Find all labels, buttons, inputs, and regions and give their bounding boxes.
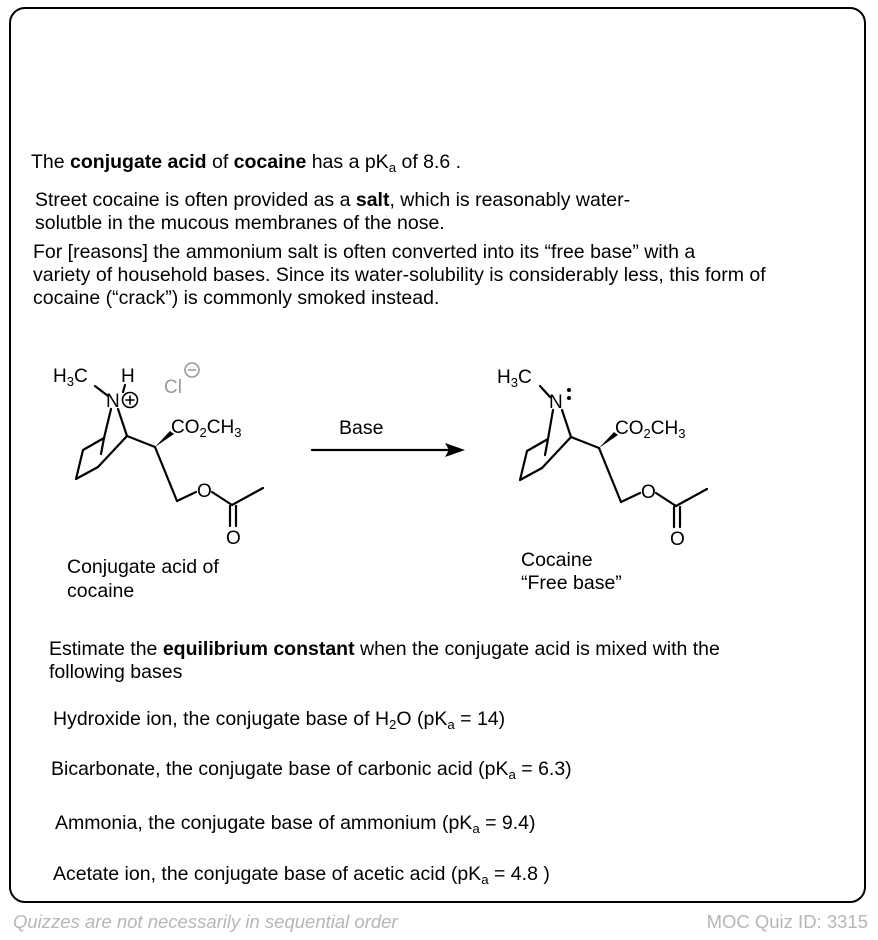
- left-bond-ch3-n: [93, 384, 110, 398]
- reagent-label: Base: [339, 417, 384, 439]
- left-bond-n-h: [121, 383, 127, 394]
- intro-text: The conjugate acid of cocaine has a pKa …: [31, 151, 462, 176]
- base-item-acetate: Acetate ion, the conjugate base of aceti…: [53, 863, 550, 888]
- para2-line3: cocaine (“crack”) is commonly smoked ins…: [33, 287, 440, 309]
- left-ester-o-label: O: [197, 481, 212, 502]
- left-ch3-label: H3C: [53, 366, 88, 389]
- quiz-card: [9, 7, 866, 903]
- right-bond-ch3-n: [538, 384, 552, 399]
- left-wedge-bond: [155, 431, 174, 447]
- left-h-label: H: [121, 366, 135, 387]
- lone-pair-dot: [567, 396, 571, 400]
- para2-line2: variety of household bases. Since its wa…: [33, 264, 766, 286]
- question-line2: following bases: [49, 661, 183, 683]
- right-carbonyl-o-label: O: [670, 529, 685, 550]
- right-bond-n-bridge: [546, 408, 555, 441]
- left-ester-label: CO2CH3: [171, 417, 241, 440]
- right-molecule-caption-line1: Cocaine: [521, 549, 593, 571]
- left-carbonyl-o-label: O: [226, 528, 241, 549]
- left-molecule-caption-line1: Conjugate acid of: [67, 556, 219, 578]
- left-ring-bonds: [74, 434, 179, 503]
- lone-pair-dot: [567, 388, 571, 392]
- left-bond-n-bridge: [102, 407, 113, 440]
- right-bond-o-c: [654, 491, 678, 508]
- chloride-label: Cl: [164, 377, 182, 398]
- left-n-label: N: [106, 391, 120, 412]
- base-item-hydroxide: Hydroxide ion, the conjugate base of H2O…: [53, 708, 506, 733]
- footer-sequence-note: Quizzes are not necessarily in sequentia…: [13, 911, 398, 932]
- right-wedge-bond: [599, 432, 618, 448]
- base-item-ammonia: Ammonia, the conjugate base of ammonium …: [55, 812, 536, 837]
- right-n-label: N: [549, 392, 563, 413]
- left-bond-o-c: [210, 490, 234, 507]
- base-item-bicarbonate: Bicarbonate, the conjugate base of carbo…: [51, 758, 572, 783]
- para2-line1: For [reasons] the ammonium salt is often…: [33, 241, 696, 263]
- right-bond-n-c1: [560, 408, 573, 439]
- left-bond-n-c1: [116, 407, 129, 438]
- left-bond-c-o-double: [228, 504, 238, 528]
- right-ring-bonds: [518, 435, 623, 504]
- right-bond-c-o-double: [672, 505, 682, 529]
- left-molecule-caption-line2: cocaine: [67, 580, 135, 602]
- question-line1: Estimate the equilibrium constant when t…: [49, 638, 720, 660]
- left-bond-c-o: [175, 490, 198, 503]
- right-ch3-label: H3C: [497, 367, 532, 390]
- left-bond-c-me: [230, 486, 265, 507]
- right-bond-c-o: [619, 491, 642, 504]
- para1-line1: Street cocaine is often provided as a sa…: [35, 189, 631, 211]
- chloride-minus-charge: [184, 362, 200, 378]
- reaction-arrow-head: [445, 443, 465, 457]
- footer-quiz-id: MOC Quiz ID: 3315: [706, 911, 868, 932]
- right-ester-label: CO2CH3: [615, 418, 685, 441]
- para1-line2: solutble in the mucous membranes of the …: [35, 212, 445, 234]
- left-n-plus-charge: [121, 391, 139, 409]
- right-bond-c-me: [674, 487, 709, 508]
- right-molecule-caption-line2: “Free base”: [521, 572, 622, 594]
- right-ester-o-label: O: [641, 482, 656, 503]
